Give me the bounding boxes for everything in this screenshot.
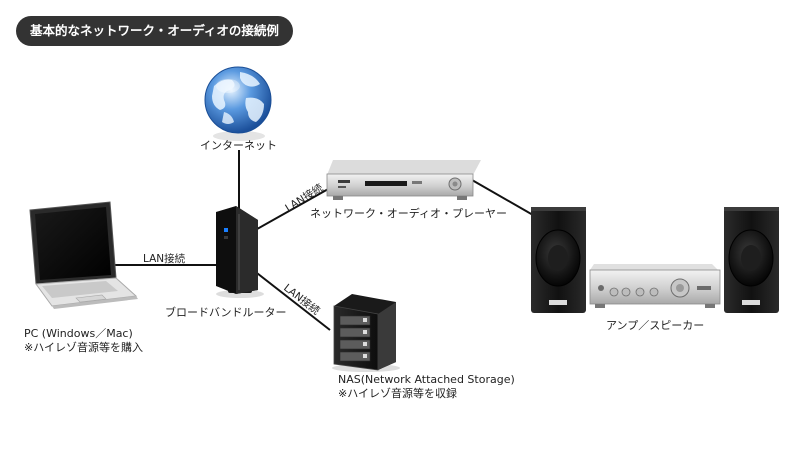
left-speaker-icon — [531, 207, 586, 313]
network-player-icon — [326, 160, 481, 200]
pc-label: PC (Windows／Mac) — [24, 327, 133, 340]
router-label: ブロードバンドルーター — [165, 306, 287, 319]
nas-note: ※ハイレゾ音源等を収録 — [338, 387, 457, 400]
router-icon — [216, 206, 264, 298]
diagram-title: 基本的なネットワーク・オーディオの接続例 — [16, 16, 293, 46]
nas-icon — [332, 294, 400, 372]
amplifier-icon — [589, 264, 721, 308]
player-label: ネットワーク・オーディオ・プレーヤー — [310, 207, 508, 220]
globe-icon — [204, 66, 272, 141]
wire-router-player — [249, 187, 331, 234]
laptop-icon — [29, 201, 138, 309]
right-speaker-icon — [724, 207, 779, 313]
lan-label-pc-router: LAN接続 — [143, 253, 186, 265]
internet-label: インターネット — [200, 139, 277, 152]
pc-note: ※ハイレゾ音源等を購入 — [24, 341, 143, 354]
wire-player-amp — [471, 179, 534, 216]
nas-label: NAS(Network Attached Storage) — [338, 373, 515, 386]
wire-router-nas — [252, 269, 331, 331]
amp-speaker-label: アンプ／スピーカー — [606, 319, 705, 332]
lan-label-router-nas: LAN接続 — [281, 281, 323, 317]
connection-lines — [115, 150, 534, 331]
